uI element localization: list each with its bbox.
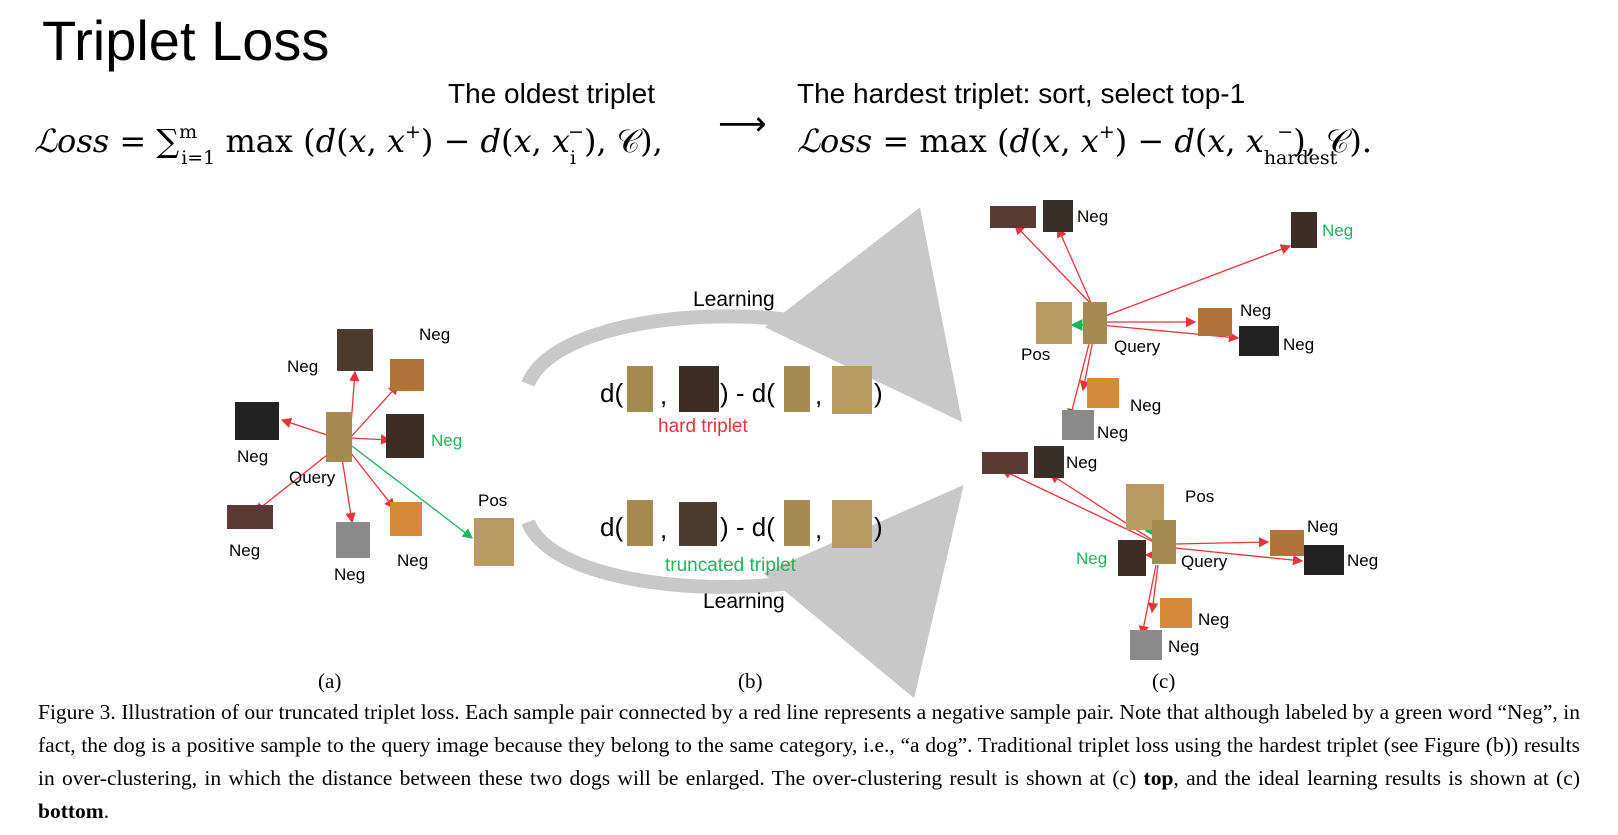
formula-minus-d: ) - d( <box>720 378 775 408</box>
cat-orange-image <box>390 502 422 536</box>
neg-label: Neg <box>1077 207 1108 226</box>
pos-dog-image <box>1036 302 1072 344</box>
horse-image <box>1034 446 1064 478</box>
cow-image <box>390 359 424 391</box>
cat-gray-image <box>1130 630 1162 660</box>
learning-bottom-label: Learning <box>703 590 785 613</box>
learning-arc-bottom <box>521 484 964 699</box>
formula-d-open: d( <box>600 512 623 542</box>
caption-text: Figure 3. Illustration of our truncated … <box>38 700 1580 790</box>
formula-comma: , <box>660 380 667 410</box>
pos-label: Pos <box>1021 345 1050 364</box>
cat-orange-image <box>1087 378 1119 408</box>
neg-label: Neg <box>1130 396 1161 415</box>
neg-dog-image <box>1118 540 1146 576</box>
panel-c-top: Neg Neg Neg Neg Pos Query Neg Neg <box>990 200 1353 442</box>
horse-lying-image <box>990 206 1036 228</box>
horse-image <box>679 502 717 546</box>
cow-bw-image <box>235 402 279 440</box>
cow-image <box>1198 308 1232 336</box>
cow-image <box>1270 530 1304 556</box>
cow-bw-image <box>1239 326 1279 356</box>
query-dog-image <box>784 366 810 412</box>
panel-a: Neg Neg Neg Neg Query Neg Neg Neg Pos <box>227 325 514 584</box>
query-dog-image <box>1083 302 1107 344</box>
caption-text: . <box>103 799 110 823</box>
query-dog-image <box>627 366 653 412</box>
figure-caption: Figure 3. Illustration of our truncated … <box>38 696 1580 828</box>
neg-label: Neg <box>229 541 260 560</box>
neg-label: Neg <box>397 551 428 570</box>
neg-label: Neg <box>1240 301 1271 320</box>
formula-comma: , <box>815 380 822 410</box>
horse-image <box>337 329 373 371</box>
caption-bold-top: top <box>1143 766 1174 790</box>
panel-label-b: (b) <box>738 669 763 693</box>
hard-triplet-label: hard triplet <box>658 416 748 437</box>
truncated-triplet-label: truncated triplet <box>665 555 797 576</box>
formula-d-open: d( <box>600 378 623 408</box>
learning-top-label: Learning <box>693 288 775 311</box>
caption-bold-bottom: bottom <box>38 799 104 823</box>
oldest-triplet-label: The oldest triplet <box>448 78 655 109</box>
query-label: Query <box>289 468 336 487</box>
caption-text: , and the ideal learning results is show… <box>1173 766 1581 790</box>
slide-title: Triplet Loss <box>42 9 330 72</box>
panel-label-a: (a) <box>318 669 341 693</box>
formula-comma: , <box>815 514 822 544</box>
cat-gray-image <box>336 522 370 558</box>
loss-equation-oldest: ℒoss = ∑mi=1 max (d(x, x+) − d(x, xi−), … <box>34 121 663 169</box>
neg-green-label: Neg <box>431 431 462 450</box>
neg-label: Neg <box>1066 453 1097 472</box>
horse-image <box>1043 200 1073 232</box>
panel-c-bottom: Neg Pos Neg Neg Neg Query Neg Neg <box>982 446 1378 660</box>
horse-lying-image <box>227 505 273 529</box>
horse-lying-image <box>982 452 1028 474</box>
neg-green-label: Neg <box>1076 549 1107 568</box>
transition-arrow: ⟶ <box>718 104 767 144</box>
pos-dog-image <box>832 500 872 548</box>
neg-label: Neg <box>334 565 365 584</box>
pos-label: Pos <box>1185 487 1214 506</box>
panel-label-c: (c) <box>1152 669 1175 693</box>
neg-label: Neg <box>1283 335 1314 354</box>
neg-label: Neg <box>287 357 318 376</box>
neg-green-label: Neg <box>1322 221 1353 240</box>
formula-comma: , <box>660 514 667 544</box>
neg-label: Neg <box>419 325 450 344</box>
neg-label: Neg <box>1307 517 1338 536</box>
neg-label: Neg <box>1347 551 1378 570</box>
formula-close: ) <box>874 378 883 408</box>
hardest-triplet-label: The hardest triplet: sort, select top-1 <box>797 78 1246 109</box>
neg-label: Neg <box>1198 610 1229 629</box>
learning-arc-top <box>521 207 963 423</box>
neg-label: Neg <box>1168 637 1199 656</box>
query-dog-image <box>326 412 352 462</box>
formula-minus-d: ) - d( <box>720 512 775 542</box>
panel-b: Learning Learning d( , ) - d( , ) hard t… <box>521 207 964 699</box>
neg-dog-image <box>386 414 424 458</box>
pos-label: Pos <box>478 491 507 510</box>
query-dog-image <box>784 500 810 546</box>
cat-orange-image <box>1160 598 1192 628</box>
neg-label: Neg <box>237 447 268 466</box>
neg-dog-image <box>679 366 719 412</box>
cow-bw-image <box>1304 545 1344 575</box>
loss-equation-hardest: ℒoss = max (d(x, x+) − d(x, xhardest−), … <box>797 121 1372 169</box>
neg-dog-image <box>1291 212 1317 248</box>
query-label: Query <box>1181 552 1228 571</box>
pos-dog-image <box>832 366 872 414</box>
pos-dog-image <box>474 518 514 566</box>
cat-gray-image <box>1062 410 1094 440</box>
neg-label: Neg <box>1097 423 1128 442</box>
formula-close: ) <box>874 512 883 542</box>
query-dog-image <box>627 500 653 546</box>
query-label: Query <box>1114 337 1161 356</box>
query-dog-image <box>1152 520 1176 564</box>
